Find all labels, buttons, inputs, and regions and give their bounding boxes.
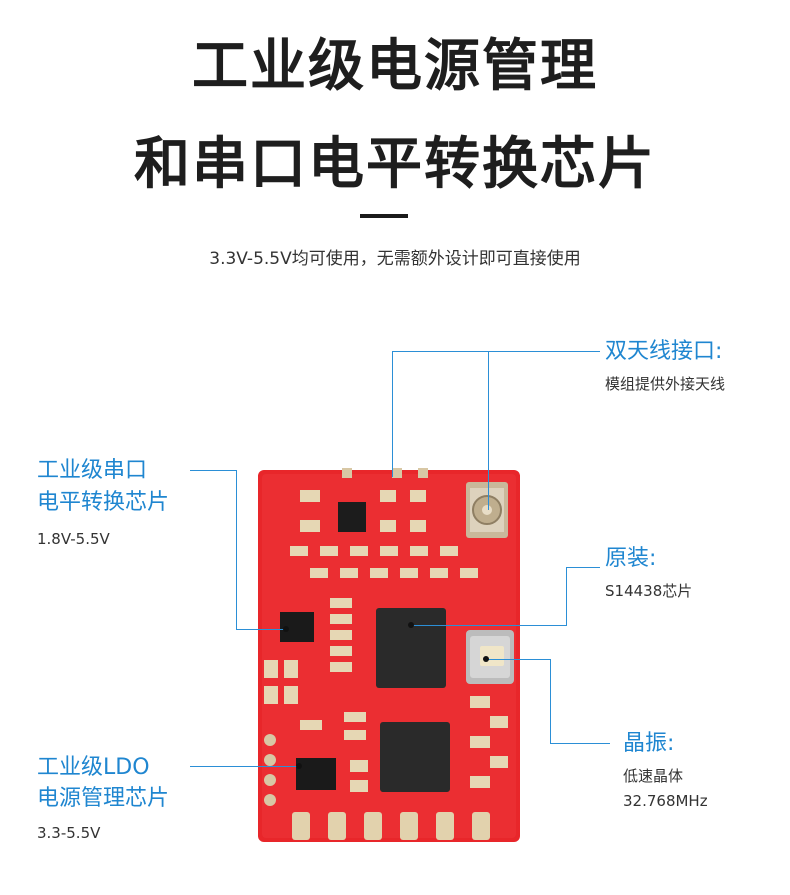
original-callout-line-h [566, 567, 600, 568]
crystal-callout-line-h [486, 659, 550, 660]
crystal-desc-line1: 低速晶体 [623, 767, 684, 785]
original-callout-dot [408, 622, 414, 628]
serial-callout-dot [283, 626, 289, 632]
main-title-line2: 和串口电平转换芯片 [134, 132, 656, 197]
original-label: 原装: [605, 546, 657, 571]
serial-label-line1: 工业级串口 [37, 458, 148, 483]
serial-desc: 1.8V-5.5V [37, 530, 110, 548]
antenna-label: 双天线接口: [605, 339, 723, 364]
crystal-callout-line-v [550, 659, 551, 743]
serial-callout-line-h2 [236, 629, 286, 630]
subtitle: 3.3V-5.5V均可使用，无需额外设计即可直接使用 [209, 249, 581, 269]
pcb-module-image [240, 460, 530, 854]
serial-label-line2: 电平转换芯片 [37, 490, 170, 515]
antenna-callout-line-v2 [488, 351, 489, 510]
main-title-line1: 工业级电源管理 [192, 34, 598, 99]
ldo-label-line1: 工业级LDO [37, 755, 150, 780]
original-desc: S14438芯片 [605, 582, 693, 600]
antenna-desc: 模组提供外接天线 [605, 375, 726, 393]
ldo-callout-dot [296, 763, 302, 769]
original-callout-line-v [566, 567, 567, 625]
crystal-label: 晶振: [623, 731, 675, 756]
original-callout-line-h2 [412, 625, 567, 626]
serial-callout-line-h [190, 470, 236, 471]
ldo-desc: 3.3-5.5V [37, 824, 101, 842]
ldo-callout-line [190, 766, 298, 767]
crystal-desc-line2: 32.768MHz [623, 792, 708, 810]
title-divider [360, 214, 408, 218]
antenna-callout-line-v1 [392, 351, 393, 477]
serial-callout-line-v [236, 470, 237, 629]
crystal-callout-line-h2 [550, 743, 610, 744]
ldo-label-line2: 电源管理芯片 [37, 786, 170, 811]
antenna-callout-line [392, 351, 600, 352]
crystal-callout-dot [483, 656, 489, 662]
